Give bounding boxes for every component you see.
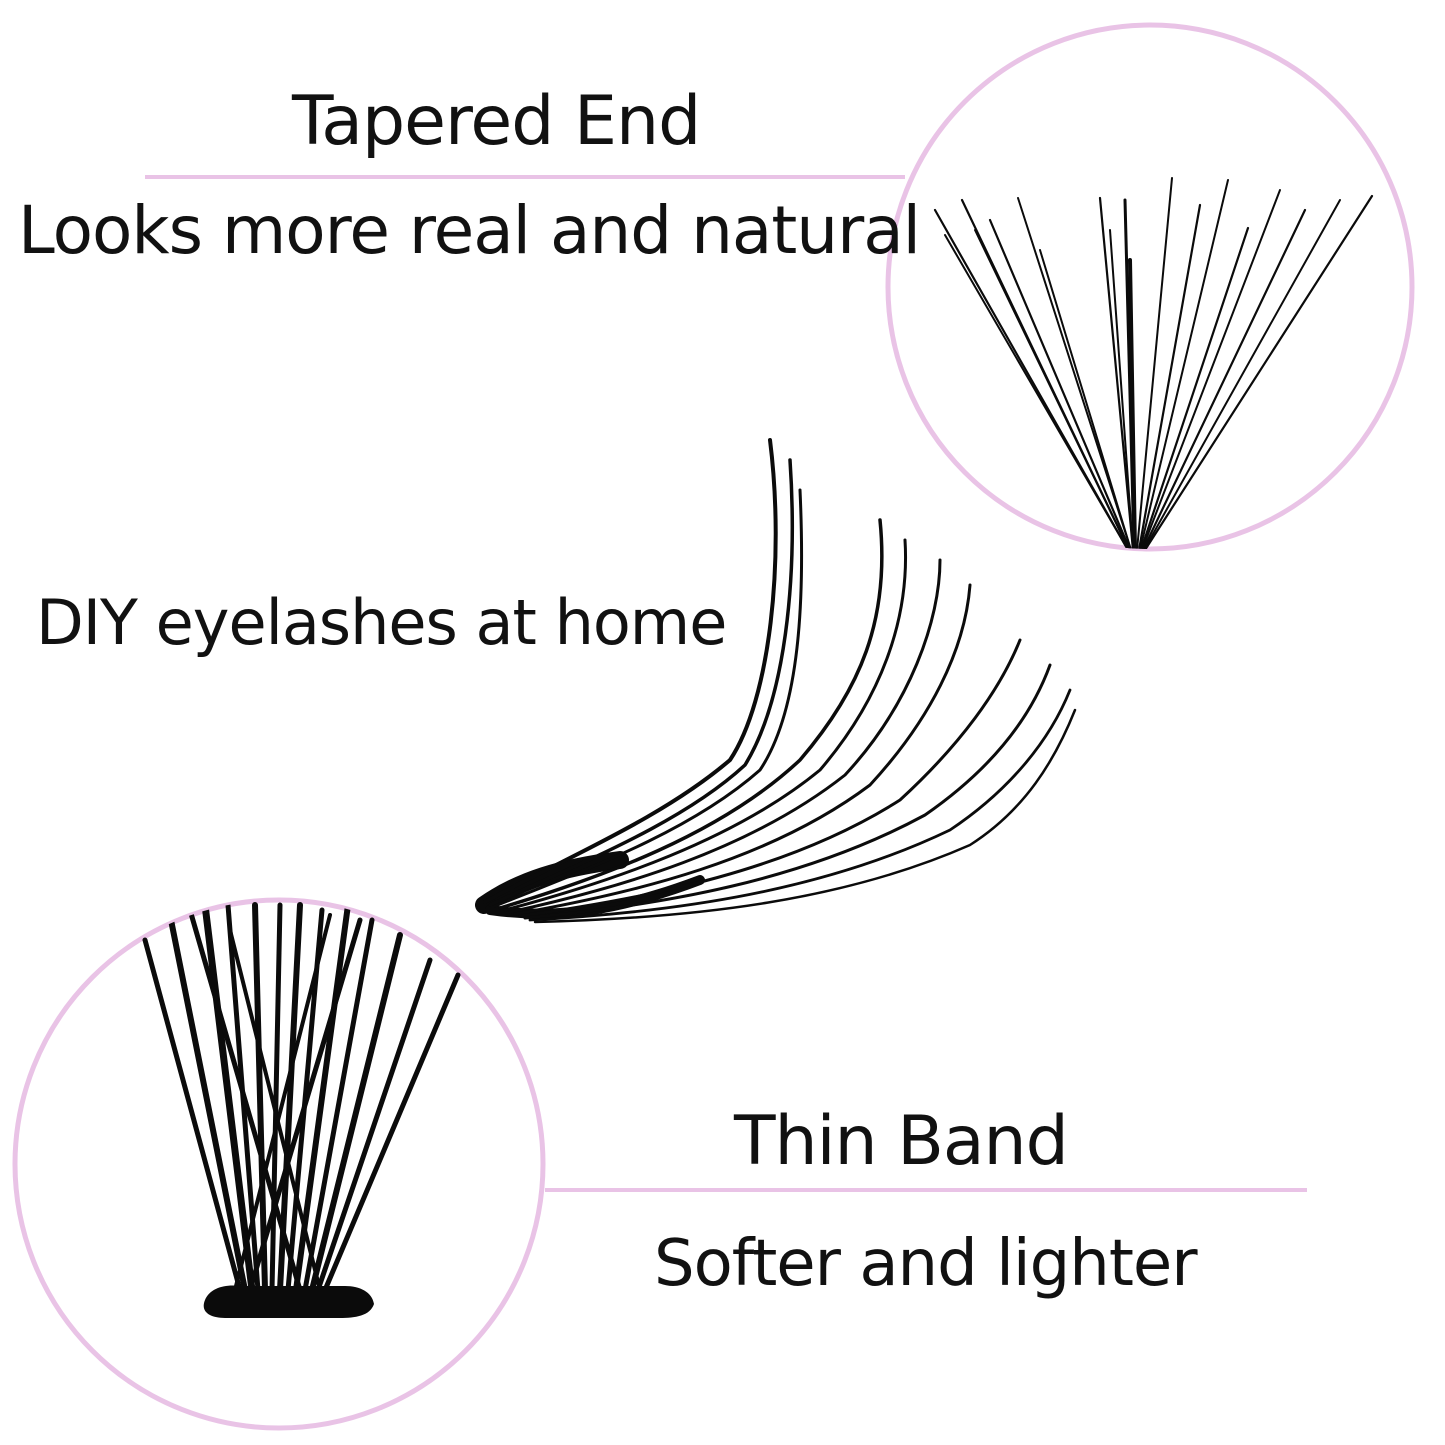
thin-band-circle — [12, 897, 546, 1431]
tapered-lash-fibers — [933, 177, 1374, 549]
band-lash-fibers — [142, 901, 461, 1294]
bottom-divider — [545, 1188, 1307, 1192]
tapered-end-title: Tapered End — [292, 82, 701, 161]
lash-cluster — [475, 438, 1077, 924]
diy-caption: DIY eyelashes at home — [36, 586, 727, 659]
thin-band-closeup — [12, 897, 546, 1431]
thin-band-title: Thin Band — [734, 1102, 1069, 1181]
tapered-end-circle — [885, 22, 1415, 552]
lash-band-base — [203, 1285, 374, 1318]
tapered-end-closeup — [885, 22, 1415, 552]
thin-band-subtitle: Softer and lighter — [654, 1227, 1198, 1301]
top-divider — [145, 175, 905, 179]
tapered-end-subtitle: Looks more real and natural — [18, 192, 921, 269]
